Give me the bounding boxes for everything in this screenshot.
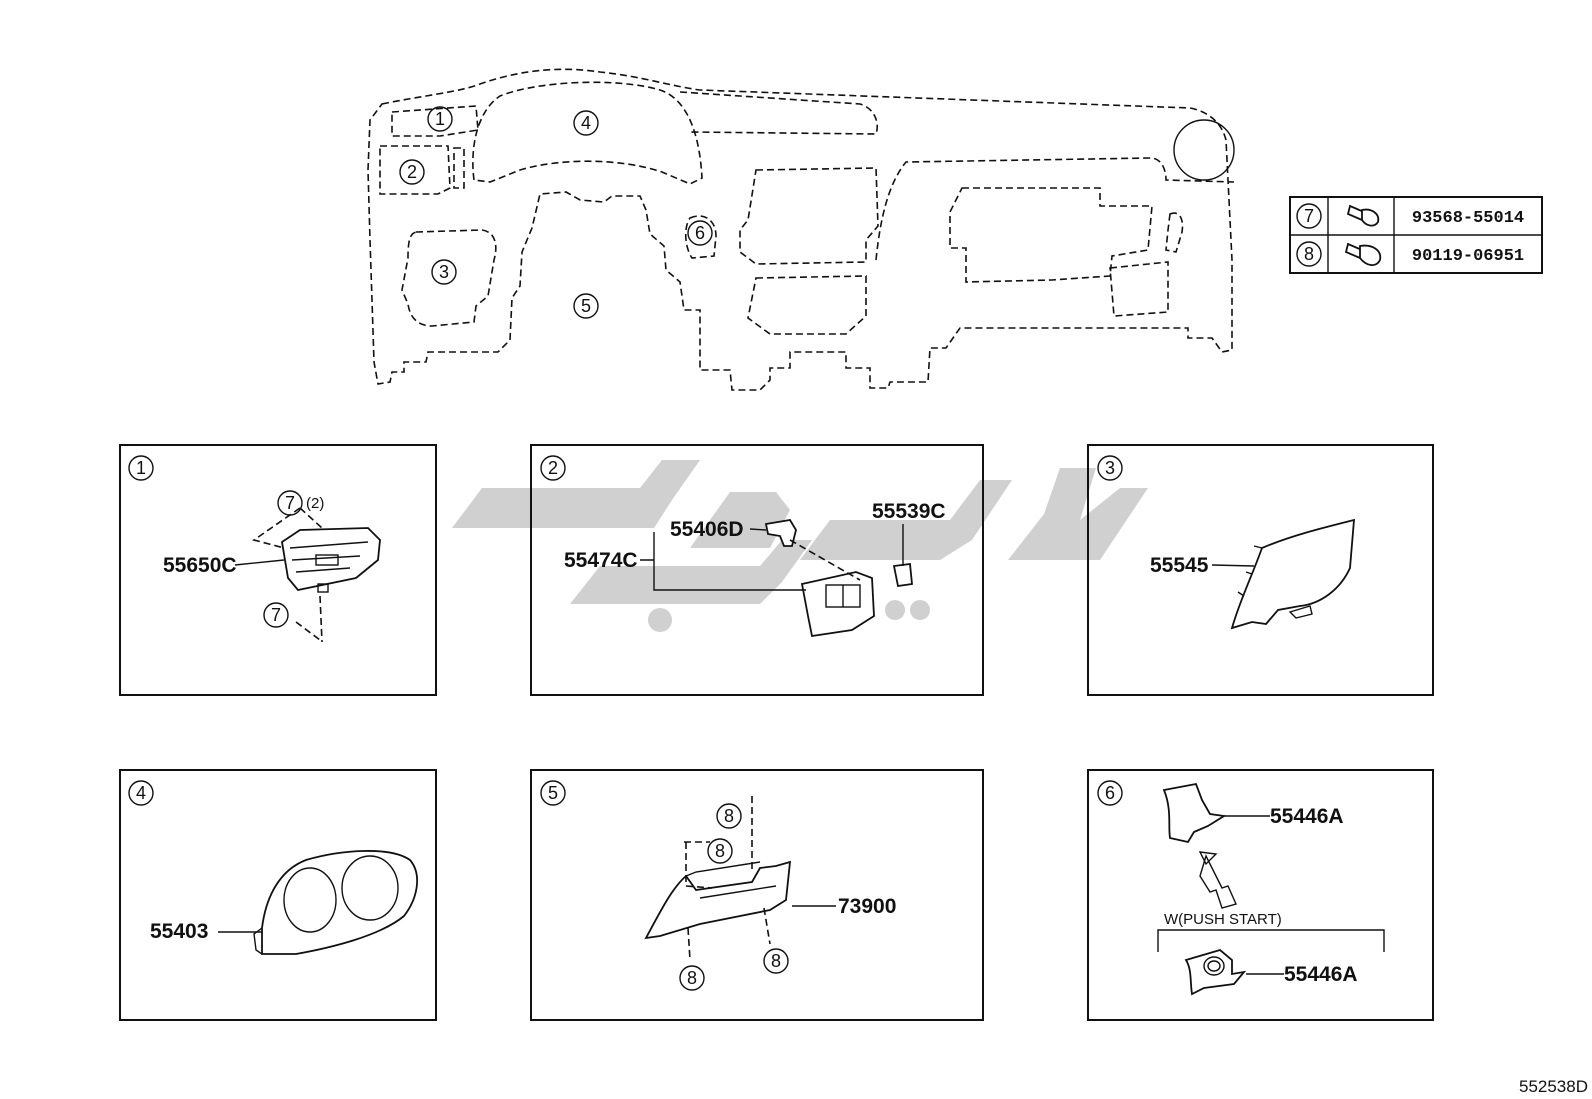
fastener-part-number: 90119-06951	[1412, 247, 1524, 266]
part-label-55474c: 55474C	[564, 549, 638, 572]
part-55650c-drawing	[281, 527, 381, 593]
part-55545-drawing	[1230, 518, 1356, 630]
panel-number: 1	[136, 458, 146, 478]
bolt-icon	[1346, 204, 1380, 227]
part-73900-drawing	[644, 860, 792, 940]
part-label-55650c: 55650C	[163, 554, 237, 577]
ref-marker-7: 7	[271, 605, 281, 625]
overview-zone-markers: 1 2 3 4 5 6	[399, 106, 713, 319]
ref-marker-8: 8	[724, 806, 734, 826]
dashboard-overview: 1 2 3 4 5 6	[367, 68, 1235, 391]
fastener-row-7: 7 93568-55014	[1296, 203, 1524, 229]
panel-number: 4	[136, 783, 146, 803]
detail-panel-4: 4 55403	[119, 769, 437, 1021]
drawing-id: 552538D	[1519, 1077, 1588, 1096]
part-label-73900: 73900	[838, 895, 896, 918]
fastener-row-8: 8 90119-06951	[1296, 241, 1524, 267]
ref-marker-7: 7	[285, 493, 295, 513]
zone-1-label: 1	[435, 109, 445, 129]
detail-panel-1: 1 55650C 7 (2) 7	[119, 444, 437, 696]
panel-number: 6	[1105, 783, 1115, 803]
part-55406d-drawing	[764, 519, 797, 547]
part-label-55403: 55403	[150, 920, 208, 943]
part-55446a-upper-drawing	[1162, 782, 1227, 844]
part-55474c-drawing	[800, 571, 875, 638]
part-label-55545: 55545	[1150, 554, 1209, 577]
detail-panel-6: 6 55446A W(PUSH START) 55446A	[1087, 769, 1434, 1021]
zone-2-label: 2	[407, 162, 417, 182]
fastener-part-number: 93568-55014	[1412, 209, 1524, 228]
part-label-55406d: 55406D	[670, 518, 744, 541]
zone-5-label: 5	[581, 296, 591, 316]
zone-4-label: 4	[581, 113, 591, 133]
dashboard-outline	[367, 68, 1233, 391]
fastener-ref: 7	[1304, 206, 1314, 226]
part-55403-drawing	[253, 850, 418, 955]
zone-3-label: 3	[439, 262, 449, 282]
part-label-55446a: 55446A	[1284, 963, 1358, 986]
detail-panel-5: 5 73900 8 8 8 8	[530, 769, 984, 1021]
part-55539c-drawing	[892, 562, 913, 588]
fastener-table: 7 93568-55014 8 90119-06951	[1289, 196, 1543, 274]
ref-marker-8: 8	[771, 951, 781, 971]
detail-panel-2: 2 55406D 55539C 55474C	[530, 444, 984, 696]
panel-number: 2	[548, 458, 558, 478]
ref-marker-8: 8	[715, 841, 725, 861]
variant-label: W(PUSH START)	[1164, 911, 1282, 928]
ref-marker-8: 8	[687, 968, 697, 988]
part-label-55539c: 55539C	[872, 500, 946, 523]
watermark-logo	[452, 460, 1148, 632]
quantity-note: (2)	[306, 495, 324, 512]
panel-number: 5	[548, 783, 558, 803]
part-55446a-lower-drawing	[1184, 949, 1247, 996]
panel-number: 3	[1105, 458, 1115, 478]
zone-6-label: 6	[695, 223, 705, 243]
screw-icon	[1344, 242, 1382, 266]
detail-panel-3: 3 55545	[1087, 444, 1434, 696]
fastener-ref: 8	[1304, 244, 1314, 264]
part-label-55446a: 55446A	[1270, 805, 1344, 828]
arrow-up-icon	[1198, 851, 1237, 909]
